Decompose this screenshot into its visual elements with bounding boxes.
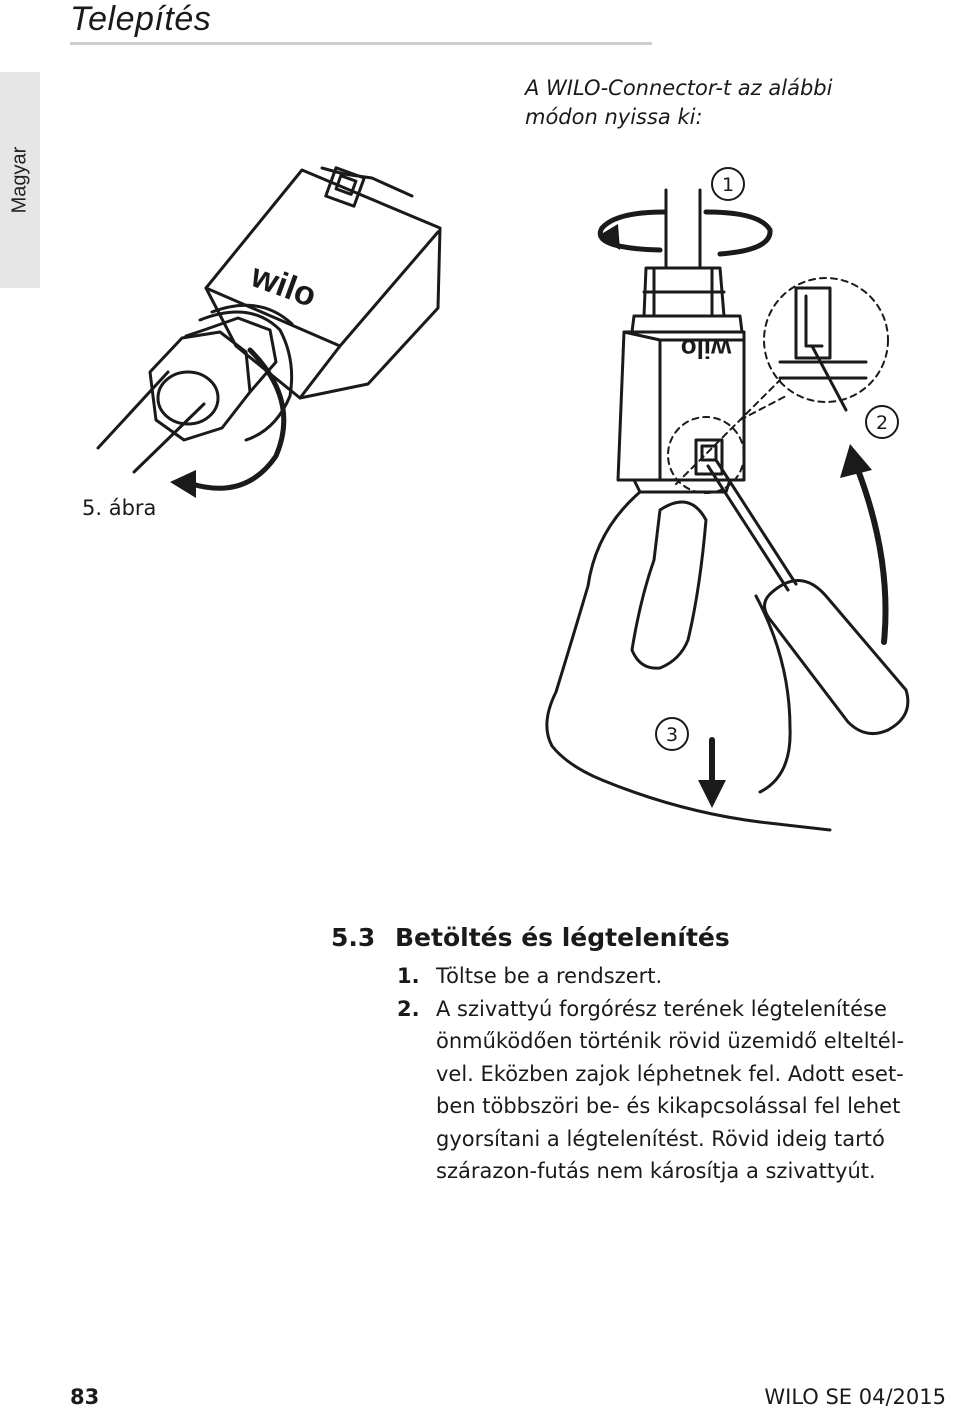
screwdriver [706, 458, 798, 592]
intro-line-2: módon nyissa ki: [525, 105, 703, 129]
step-number: 2. [397, 996, 420, 1021]
step-item: 2. A szivattyú forgórész terének légtele… [397, 993, 941, 1188]
up-arrow-head [840, 444, 872, 478]
callout-3-circle [655, 717, 689, 751]
top-rotation-arrow [597, 209, 773, 257]
right-body [616, 330, 746, 482]
left-connector [96, 166, 442, 491]
step-list: 1. Töltse be a rendszert. 2. A szivattyú… [397, 960, 941, 1188]
right-logo: wilo [681, 334, 733, 364]
callout-2: 2 [876, 412, 888, 434]
language-tab: Magyar [0, 72, 40, 288]
left-arrow-head [170, 470, 196, 498]
section-title: Betöltés és légtelenítés [395, 922, 730, 952]
callout-2-circle [865, 405, 899, 439]
step-line: vel. Eközben zajok léphetnek fel. Adott … [436, 1061, 904, 1086]
right-cable [664, 188, 702, 270]
page-title: Telepítés [70, 0, 212, 38]
intro-text: A WILO-Connector-t az alábbi módon nyiss… [525, 74, 925, 132]
doc-reference: WILO SE 04/2015 [764, 1385, 946, 1409]
callout-3: 3 [666, 724, 678, 746]
page-number: 83 [70, 1385, 100, 1409]
section-5-3: 5.3 Betöltés és légtelenítés 1. Töltse b… [331, 918, 941, 1188]
step-number: 1. [397, 964, 420, 988]
figure-caption: 5. ábra [82, 496, 157, 520]
callout-1-circle [711, 167, 745, 201]
rotation-arrow-head [598, 224, 620, 250]
step-line: gyorsítani a légtelenítést. Rövid ideig … [436, 1126, 885, 1151]
callout-1: 1 [722, 174, 734, 196]
up-arrow [855, 467, 889, 645]
step-line: önműködően történik rövid üzemidő eltelt… [436, 1029, 905, 1053]
down-arrow-head [698, 780, 726, 808]
left-body [204, 168, 442, 400]
left-rotation-arrow [189, 347, 287, 491]
intro-line-1: A WILO-Connector-t az alábbi [525, 76, 833, 100]
hand [545, 490, 832, 832]
section-number: 5.3 [331, 922, 376, 952]
step-item: 1. Töltse be a rendszert. [397, 960, 941, 993]
right-connector [545, 188, 910, 832]
left-cable [96, 370, 206, 474]
step-line: szárazon-futás nem károsítja a szivattyú… [436, 1159, 876, 1183]
connector-illustration: wilo [96, 166, 910, 832]
header-divider [70, 42, 652, 45]
section-heading: 5.3 Betöltés és légtelenítés [331, 918, 941, 956]
step-line: Töltse be a rendszert. [436, 964, 663, 988]
step-line: ben többszöri be- és kikapcsolással fel … [436, 1094, 901, 1118]
step-line: A szivattyú forgórész terének légtelenít… [436, 996, 887, 1021]
left-nut [148, 330, 252, 442]
